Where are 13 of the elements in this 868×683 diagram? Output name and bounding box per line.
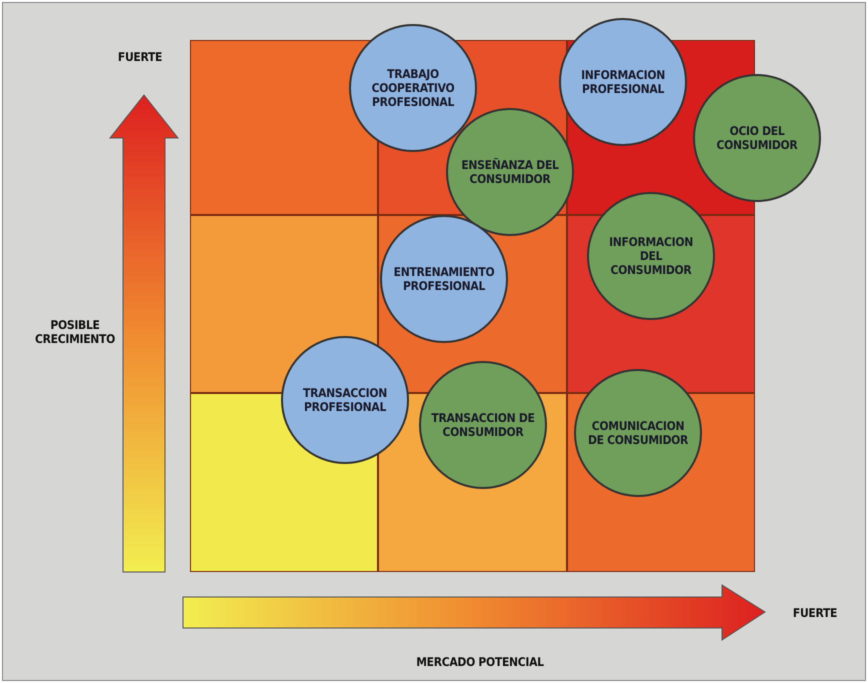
circle-label: INFORMACION DEL CONSUMIDOR <box>608 235 694 277</box>
axis-label: MERCADO POTENCIAL <box>415 655 545 669</box>
circle-label: ENTRENAMIENTO PROFESIONAL <box>392 265 496 293</box>
axis-label: FUERTE <box>792 606 838 620</box>
circle-label: OCIO DEL CONSUMIDOR <box>716 124 798 152</box>
circle-label: COMUNICACION DE CONSUMIDOR <box>586 419 690 447</box>
circle-label: INFORMACION PROFESIONAL <box>580 68 666 96</box>
circle-label: TRABAJO COOPERATIVO PROFESIONAL <box>370 67 456 109</box>
circle-label: ENSEÑANZA DEL CONSUMIDOR <box>460 158 560 186</box>
circle-label: TRANSACCION PROFESIONAL <box>302 386 388 414</box>
axis-label: FUERTE <box>116 50 164 64</box>
circle-label: TRANSACCION DE CONSUMIDOR <box>430 411 536 439</box>
axis-label: POSIBLE CRECIMIENTO <box>34 318 116 346</box>
